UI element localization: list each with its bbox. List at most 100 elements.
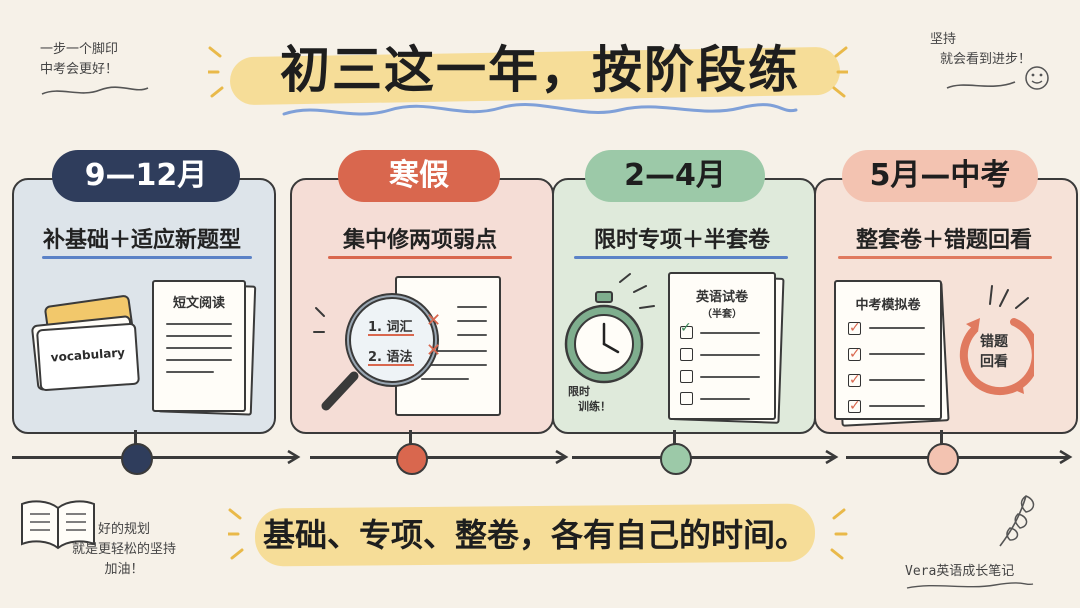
cross-icon: ✕ xyxy=(426,340,442,361)
magnifier-icon xyxy=(313,293,439,411)
timeline-dot-3 xyxy=(660,443,692,475)
checkbox-checked xyxy=(848,321,861,335)
text-line xyxy=(457,334,487,336)
stage-subtitle-4: 整套卷＋错题回看 xyxy=(855,228,1032,253)
note-line: 加油！ xyxy=(104,562,144,577)
stage-subtitle-3: 限时专项＋半套卷 xyxy=(593,228,770,253)
mock-exam-doc: 中考模拟卷 xyxy=(834,280,942,420)
note-line: 坚持 xyxy=(930,32,957,47)
text-line xyxy=(166,335,232,337)
reading-doc-title: 短文阅读 xyxy=(172,296,225,311)
stage-underline-2 xyxy=(328,256,512,259)
item-underline xyxy=(368,364,414,366)
review-label-line: 错题 xyxy=(980,334,1008,350)
timeline-segment-3 xyxy=(572,456,834,459)
timeline-segment-2 xyxy=(310,456,564,459)
mock-checklist: ✓ ✓ ✓ ✓ xyxy=(848,320,925,414)
exam-half-title: 英语试卷 xyxy=(695,290,748,305)
text-line xyxy=(421,350,487,352)
text-line xyxy=(166,347,232,349)
note-line: 就是更轻松的坚持 xyxy=(72,542,177,557)
item-underline xyxy=(368,334,414,336)
title-wave-icon xyxy=(282,103,798,116)
text-line xyxy=(868,353,925,355)
timeline-dot-4 xyxy=(927,443,959,475)
page-title: 初三这一年，按阶段练 xyxy=(280,41,800,99)
weak-item-vocab: 1. 词汇 xyxy=(368,320,413,335)
review-cycle-icon xyxy=(959,318,1034,396)
stage-underline-1 xyxy=(42,256,252,259)
checkbox-checked xyxy=(848,347,861,361)
review-label: 错题 回看 xyxy=(980,332,1008,372)
text-line xyxy=(457,306,487,308)
stage-label-1: 9—12月 xyxy=(52,150,240,202)
check-icon: ✓ xyxy=(680,320,692,336)
arrow-head-icon xyxy=(1059,449,1073,465)
note-line: 一步一个脚印 xyxy=(40,42,119,57)
stage-subtitle-1: 补基础＋适应新题型 xyxy=(42,228,241,253)
note-bottom-left: 好的规划 就是更轻松的坚持 加油！ xyxy=(72,520,176,580)
signature-underline-icon xyxy=(906,582,1034,589)
timer-note: 限时 训练！ xyxy=(568,384,611,414)
reading-doc: 短文阅读 xyxy=(152,280,246,412)
checkbox xyxy=(680,392,693,405)
check-icon: ✓ xyxy=(849,346,861,362)
checkbox-checked xyxy=(848,399,861,413)
check-icon: ✓ xyxy=(849,320,861,336)
note-top-left: 一步一个脚印 中考会更好！ xyxy=(40,40,118,80)
timeline-stem-2 xyxy=(409,430,412,444)
arrow-head-icon xyxy=(287,449,301,465)
text-line xyxy=(868,405,925,407)
checkbox xyxy=(680,370,693,383)
stage-underline-3 xyxy=(574,256,788,259)
stage-label-2: 寒假 xyxy=(338,150,500,202)
text-line xyxy=(421,364,487,366)
note-line: 好的规划 xyxy=(98,522,151,537)
text-line xyxy=(700,354,760,356)
text-line xyxy=(700,376,760,378)
checkbox-checked xyxy=(680,326,693,339)
flash-card-vocabulary: vocabulary xyxy=(35,322,141,392)
stage-label-4: 5月—中考 xyxy=(842,150,1038,202)
text-line xyxy=(700,398,750,400)
timeline-dot-2 xyxy=(396,443,428,475)
text-line xyxy=(166,371,214,373)
exam-half-doc: 英语试卷 （半套） xyxy=(668,272,776,420)
text-line xyxy=(421,378,469,380)
smiley-icon xyxy=(946,66,1049,90)
check-icon: ✓ xyxy=(849,398,861,414)
sparkle-icon xyxy=(228,508,848,560)
text-line xyxy=(868,379,925,381)
stage-label-3: 2—4月 xyxy=(585,150,765,202)
leaf-sprig-icon xyxy=(999,495,1035,547)
check-icon: ✓ xyxy=(849,372,861,388)
exam-half-sub: （半套） xyxy=(702,309,742,320)
checkbox xyxy=(680,348,693,361)
checkbox-checked xyxy=(848,373,861,387)
arrow-head-icon xyxy=(825,449,839,465)
review-label-line: 回看 xyxy=(980,354,1008,370)
sparkle-icon xyxy=(989,285,1029,309)
timeline-dot-1 xyxy=(121,443,153,475)
timer-note-line: 限时 xyxy=(568,385,590,398)
book-icon xyxy=(21,500,95,550)
note-line: 中考会更好！ xyxy=(40,62,119,77)
timeline-stem-4 xyxy=(940,430,943,444)
squiggle-icon xyxy=(41,86,149,95)
timeline-segment-1 xyxy=(12,456,296,459)
text-line xyxy=(700,332,760,334)
note-top-right: 坚持 就会看到进步！ xyxy=(930,30,1031,70)
timeline-stem-1 xyxy=(134,430,137,444)
timer-note-line: 训练！ xyxy=(578,400,611,413)
timeline-stem-3 xyxy=(673,430,676,444)
text-line xyxy=(868,327,925,329)
mock-exam-title: 中考模拟卷 xyxy=(855,298,921,313)
text-line xyxy=(457,320,487,322)
text-line xyxy=(166,359,232,361)
cross-icon: ✕ xyxy=(426,310,442,331)
note-line: 就会看到进步！ xyxy=(940,52,1032,67)
signature: Vera英语成长笔记 xyxy=(905,564,1015,579)
stage-underline-4 xyxy=(838,256,1052,259)
sparkle-icon xyxy=(208,46,848,98)
stage-subtitle-2: 集中修两项弱点 xyxy=(342,228,497,253)
